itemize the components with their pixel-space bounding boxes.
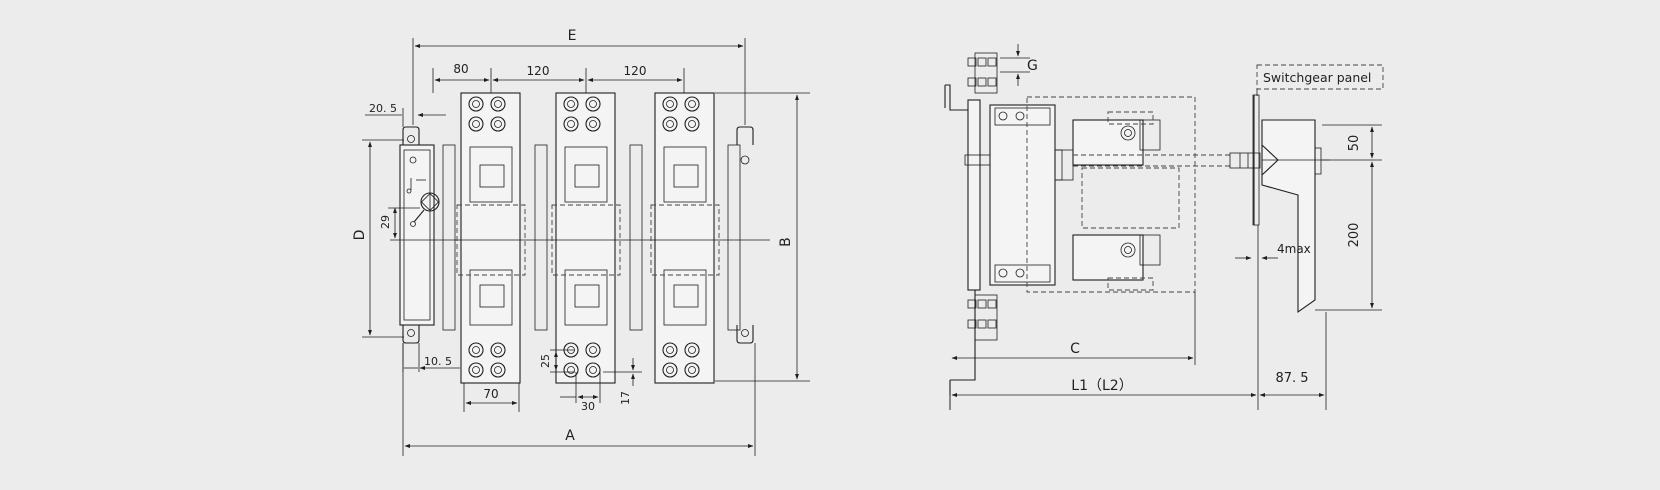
label-200: 200	[1347, 223, 1362, 248]
side-terminals-bottom	[967, 294, 998, 341]
label-17: 17	[619, 391, 632, 405]
label-G: G	[1027, 58, 1038, 74]
label-D: D	[352, 230, 368, 241]
barrier-1	[442, 144, 456, 331]
terminal-bolt	[468, 116, 484, 132]
terminal-bolt	[468, 362, 484, 378]
label-C: C	[1070, 341, 1080, 357]
label-29: 29	[379, 215, 392, 229]
pole-3	[650, 92, 720, 384]
terminal-bolt-inner	[494, 120, 502, 128]
bracket-bottom-left	[402, 325, 420, 344]
side-bracket	[945, 84, 976, 381]
bracket-top-right	[736, 126, 754, 145]
terminal-bolt-inner	[472, 346, 480, 354]
terminal-bolts	[468, 96, 700, 378]
label-80: 80	[453, 62, 468, 76]
barrier-4	[727, 144, 741, 331]
terminal-bolt-inner	[589, 100, 597, 108]
panel-label: Switchgear panel	[1263, 70, 1371, 85]
terminal-bolt-inner	[494, 346, 502, 354]
terminal-bolt-inner	[666, 346, 674, 354]
label-20-5: 20. 5	[369, 102, 397, 115]
terminal-bolt	[662, 342, 678, 358]
side-terminals-top	[967, 52, 998, 94]
bracket-bottom-right	[736, 325, 754, 344]
front-view: E 80 120 120 20. 5 D 29 B	[352, 28, 810, 456]
terminal-bolt-inner	[688, 100, 696, 108]
terminal-bolt-inner	[589, 366, 597, 374]
terminal-bolt	[684, 342, 700, 358]
terminal-bolt	[490, 116, 506, 132]
terminal-bolt-inner	[567, 366, 575, 374]
label-25: 25	[539, 354, 552, 368]
terminal-bolt	[490, 342, 506, 358]
terminal-bolt-inner	[494, 100, 502, 108]
terminal-bolt	[490, 362, 506, 378]
terminal-bolt-inner	[472, 100, 480, 108]
label-120b: 120	[624, 64, 647, 78]
operator-panel	[399, 144, 440, 326]
terminal-bolt	[585, 342, 601, 358]
label-70: 70	[483, 387, 498, 401]
terminal-bolt-inner	[666, 100, 674, 108]
terminal-bolt	[585, 362, 601, 378]
terminal-bolt	[468, 96, 484, 112]
label-87-5: 87. 5	[1275, 371, 1308, 386]
terminal-bolt-inner	[472, 120, 480, 128]
bracket-top-left	[402, 126, 420, 145]
terminal-bolt-inner	[472, 366, 480, 374]
terminal-bolt-inner	[688, 120, 696, 128]
terminal-bolt	[563, 362, 579, 378]
terminal-bolt	[662, 116, 678, 132]
terminal-bolt-inner	[567, 100, 575, 108]
terminal-bolt-inner	[666, 120, 674, 128]
label-A: A	[565, 428, 575, 444]
terminal-bolt-inner	[589, 120, 597, 128]
terminal-bolt-inner	[589, 346, 597, 354]
label-30: 30	[581, 400, 595, 413]
pole-1	[456, 92, 526, 384]
terminal-bolt-inner	[688, 346, 696, 354]
terminal-bolt-inner	[688, 366, 696, 374]
terminal-bolt-inner	[666, 366, 674, 374]
label-120a: 120	[527, 64, 550, 78]
barrier-2	[534, 144, 548, 331]
switchgear-panel	[1252, 94, 1260, 226]
terminal-bolt	[662, 362, 678, 378]
barrier-3	[629, 144, 643, 331]
side-body	[989, 104, 1056, 286]
label-E: E	[568, 28, 577, 44]
label-10-5: 10. 5	[424, 355, 452, 368]
terminal-bolt-inner	[567, 120, 575, 128]
label-4max: 4max	[1277, 242, 1311, 256]
label-B: B	[778, 237, 794, 247]
terminal-bolt	[490, 96, 506, 112]
terminal-bolt	[662, 96, 678, 112]
label-L1L2: L1（L2）	[1071, 378, 1132, 394]
label-50: 50	[1347, 135, 1362, 152]
terminal-bolt-inner	[494, 366, 502, 374]
terminal-bolt	[468, 342, 484, 358]
terminal-bolt	[684, 96, 700, 112]
terminal-bolt	[684, 362, 700, 378]
side-view: Switchgear panel G 50 200 4max C L1（L2）	[944, 44, 1384, 410]
terminal-bolt	[563, 96, 579, 112]
operating-handle	[1261, 119, 1316, 314]
terminal-bolt	[585, 116, 601, 132]
terminal-bolt	[563, 116, 579, 132]
pole-2	[551, 92, 621, 384]
shaft	[1229, 152, 1261, 169]
terminal-bolt	[585, 96, 601, 112]
terminal-bolt	[684, 116, 700, 132]
